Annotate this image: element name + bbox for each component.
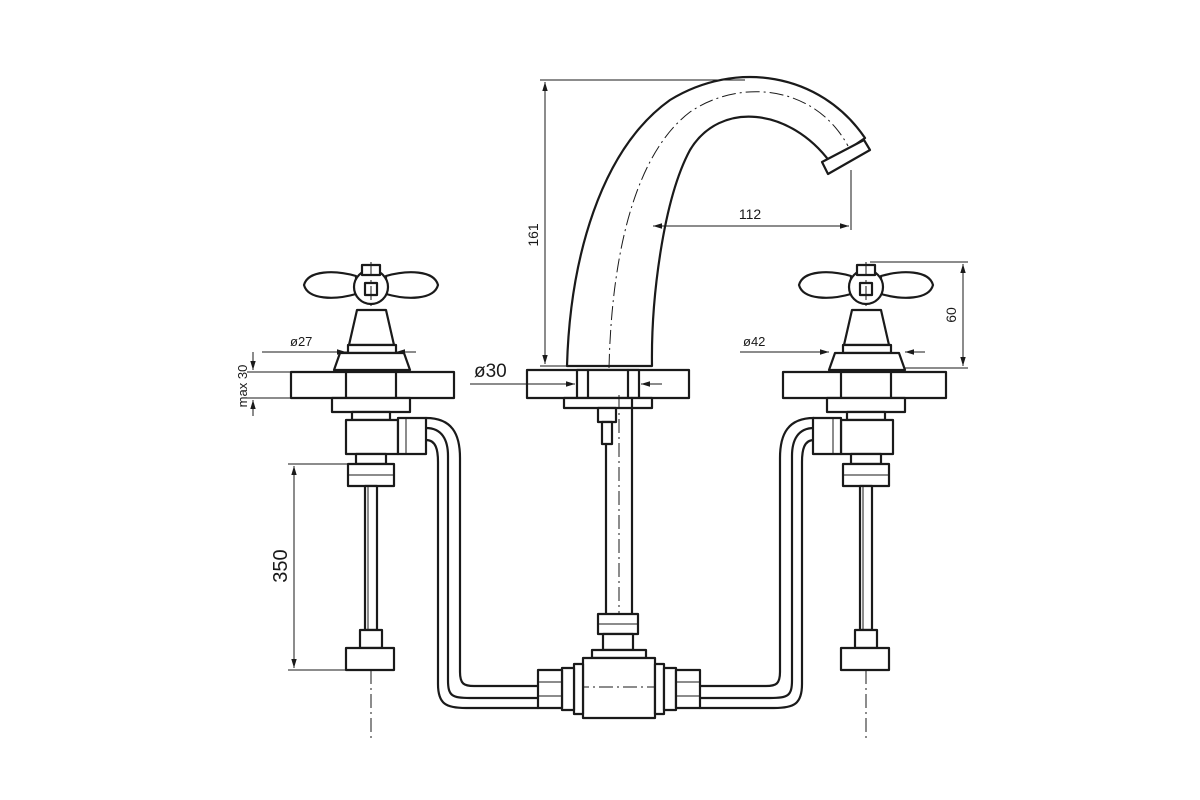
dim-hose-length: 350 [270,463,348,671]
right-valve [797,262,935,740]
spout [565,75,872,369]
dim-hole-diameter: ø30 [470,361,662,387]
spout-mount [562,368,654,660]
dim-hose-length-label: 350 [270,549,292,582]
dim-right-base-diameter-label: ø42 [743,334,765,349]
dim-max-thickness-label: max 30 [235,365,250,408]
hose-right [698,416,816,710]
dim-spout-height-label: 161 [525,223,541,247]
left-valve [302,262,440,740]
hose-left [424,416,540,710]
mixing-tee-body [536,656,702,720]
dim-spout-reach: 112 [653,170,852,230]
dim-right-base-diameter: ø42 [740,334,925,355]
dim-spout-reach-label: 112 [739,206,762,222]
dim-left-base-diameter-label: ø27 [290,334,312,349]
dim-handle-height-label: 60 [943,307,959,323]
dim-left-base-diameter: ø27 [262,334,416,355]
dim-spout-height: 161 [525,79,745,367]
dim-max-thickness: max 30 [235,352,291,416]
dim-hole-diameter-label: ø30 [474,361,507,382]
dim-handle-height: 60 [870,261,968,369]
